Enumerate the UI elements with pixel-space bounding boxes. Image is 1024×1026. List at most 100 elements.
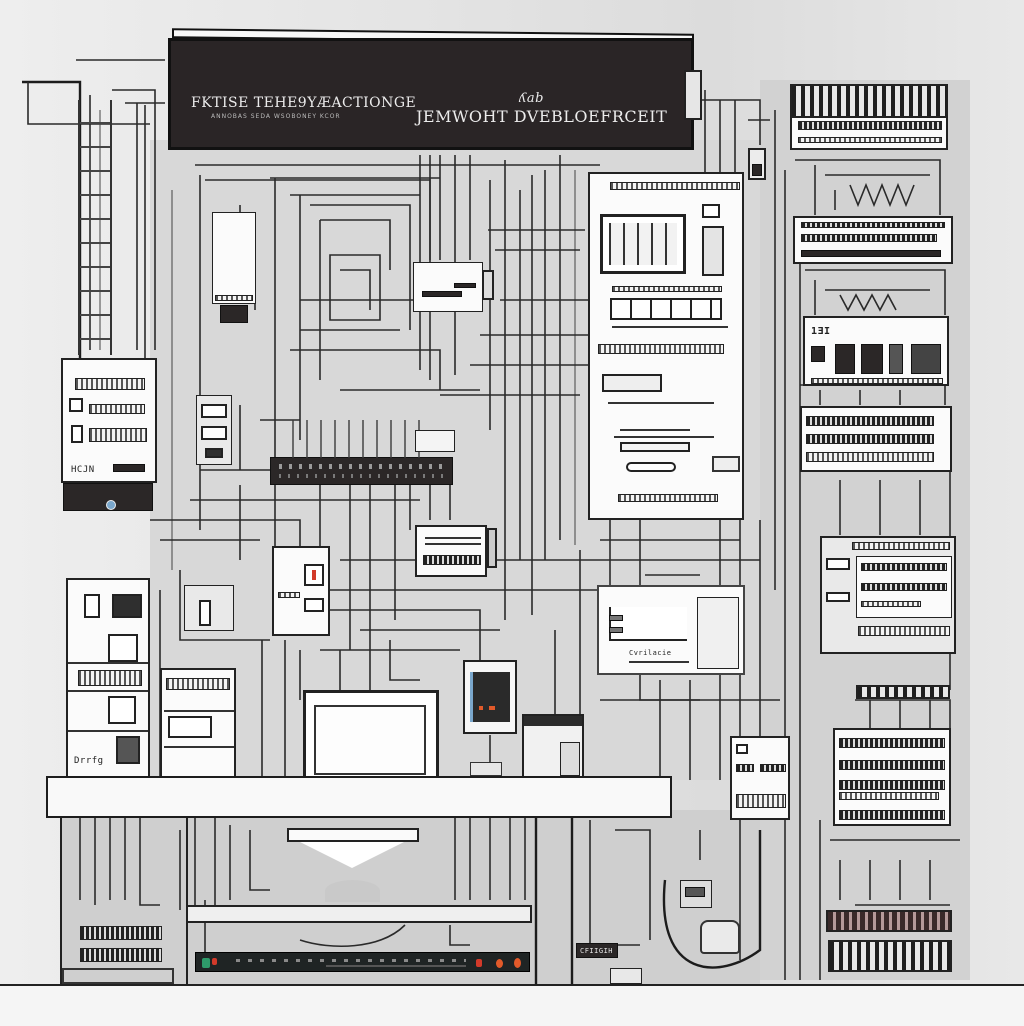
module-side-terminal [482, 270, 494, 300]
rack-vent [856, 685, 950, 699]
switch-box [702, 204, 720, 218]
control-frame [609, 607, 687, 641]
emergency-button[interactable] [496, 959, 503, 968]
alert-indicator [479, 706, 483, 710]
main-distribution-panel [588, 172, 744, 520]
equipment-box-lid [524, 716, 582, 726]
cable-bundle [292, 420, 432, 458]
floor-box [610, 968, 642, 984]
banner-right-title: JEMWOHT DVEBLOEFRCEIT [416, 107, 668, 126]
control-panel-caption: Cvrilacie [629, 649, 672, 657]
status-led-red [476, 959, 482, 967]
terminal-row [839, 792, 939, 800]
gauge [84, 594, 100, 618]
rack-unit-3: 1ƎI [803, 316, 949, 386]
terminal-row [852, 542, 950, 550]
cabinet-base [63, 483, 153, 511]
relay [205, 448, 223, 458]
rack-unit-1-face [790, 116, 948, 150]
terminal-row [811, 378, 943, 384]
banner-left-title: FKTISE TEHE9YÆACTIONGE [191, 95, 417, 111]
banner-bracket [684, 70, 702, 120]
lower-shelf [186, 905, 532, 923]
meter-block [861, 344, 883, 374]
module-side [487, 528, 497, 568]
base-frame [62, 968, 174, 984]
lamp-shade [300, 842, 404, 868]
cable-ladder [78, 100, 112, 355]
terminal-row [760, 764, 786, 772]
terminal-row [736, 794, 786, 808]
relay [826, 592, 850, 602]
terminal-row [861, 583, 947, 591]
terminal-block-panel [833, 728, 951, 826]
status-led-red [212, 958, 217, 965]
bus-bar [425, 537, 481, 539]
meter-strip [75, 378, 145, 390]
label-strip [612, 286, 722, 292]
pump-tank [700, 920, 740, 954]
status-led-green [202, 958, 210, 968]
meter-block [835, 344, 855, 374]
meter-window [304, 564, 324, 586]
meter-bars [609, 223, 677, 265]
rack-unit-1 [790, 84, 948, 118]
control-switch [609, 615, 623, 621]
switch-stack [702, 226, 724, 276]
caption-underline [629, 661, 689, 663]
chart-window [108, 696, 136, 724]
chart-window [108, 634, 138, 662]
terminal-rail [80, 948, 162, 962]
status-lamp-icon [106, 500, 116, 510]
terminal-row [278, 592, 300, 598]
display-bar [801, 250, 941, 257]
workbench-top [46, 776, 672, 818]
fuse-holder [626, 462, 676, 472]
header-strip [610, 182, 740, 190]
relay [826, 558, 850, 570]
emergency-button[interactable] [514, 958, 521, 968]
rack-unit-code: 1ƎI [811, 326, 831, 337]
indicator-box [69, 398, 83, 412]
meter-needle [312, 570, 316, 580]
terminal-row [858, 626, 950, 636]
equipment-box-window [560, 742, 580, 776]
terminal-row [806, 452, 934, 462]
instrument-note: Drrfg [74, 756, 104, 766]
relay-stack [196, 395, 232, 465]
panel-divider [68, 730, 148, 732]
adapter-box [415, 430, 455, 452]
status-display[interactable] [463, 660, 517, 734]
rack-unit-5 [820, 536, 956, 654]
console-slider[interactable] [326, 965, 466, 967]
terminal-strip [215, 295, 253, 301]
module-display [422, 291, 462, 297]
workstation-monitor[interactable] [303, 690, 439, 786]
wires-below-bench [79, 818, 960, 985]
fuse-holder [620, 442, 690, 452]
keypad-device[interactable] [470, 762, 502, 776]
meter-housing [184, 585, 234, 631]
pump-display-screen [685, 887, 705, 897]
terminal-row [839, 738, 945, 748]
terminal-rail [80, 926, 162, 940]
switch-face [752, 164, 762, 176]
small-tag-box: CFIIGIH [576, 943, 618, 958]
control-side-panel [697, 597, 739, 669]
meter-panel [272, 546, 330, 636]
terminal-row [798, 121, 942, 130]
control-console[interactable] [195, 952, 530, 972]
rack-unit-2 [793, 216, 953, 264]
terminal-row [861, 563, 947, 571]
meter-face [199, 600, 211, 626]
equipment-box [522, 714, 584, 780]
meter-window [600, 214, 686, 274]
bench-leg [186, 818, 188, 984]
contactor [602, 374, 662, 392]
pump-display [680, 880, 712, 908]
indicator-block [811, 346, 825, 362]
terminal-row [78, 670, 142, 686]
display-block [112, 594, 142, 618]
